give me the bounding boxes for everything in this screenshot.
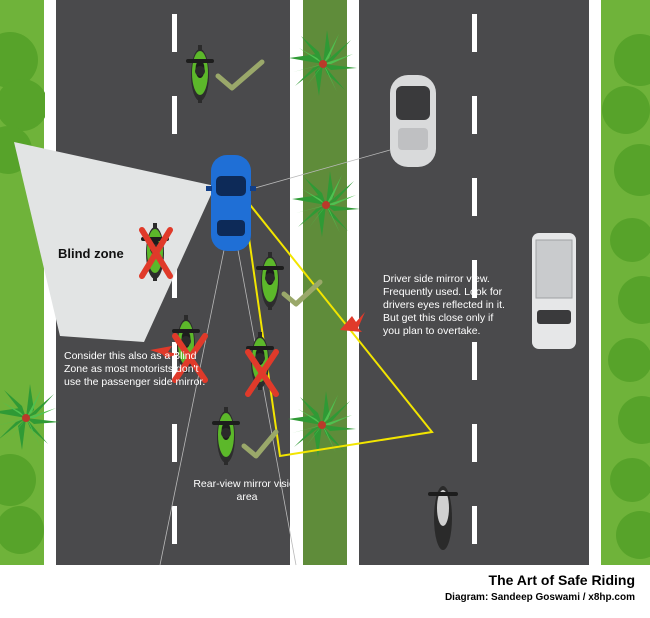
diagram-credit: Diagram: Sandeep Goswami / x8hp.com xyxy=(444,592,635,603)
check-icon xyxy=(281,279,323,307)
white-pickup-truck xyxy=(532,233,576,349)
check-icon xyxy=(215,59,265,91)
pointer-arrows xyxy=(150,312,365,358)
diagram-title: The Art of Safe Riding xyxy=(488,572,635,588)
silver-convertible xyxy=(390,75,436,167)
cross-icon xyxy=(139,227,173,279)
silver-motorcycle xyxy=(428,486,458,550)
rear-view-lines xyxy=(159,149,391,566)
cross-icon xyxy=(245,349,279,397)
check-icon xyxy=(241,429,279,459)
blue-car xyxy=(206,155,256,251)
passenger-mirror-note: Consider this also as a Blind Zone as mo… xyxy=(64,350,206,388)
driver-mirror-zone xyxy=(241,192,434,458)
driver-mirror-note: Driver side mirror view. Frequently used… xyxy=(383,273,505,337)
blind-zone-area xyxy=(14,142,215,342)
rear-view-note: Rear-view mirror vision area xyxy=(193,478,301,503)
blind-zone-label: Blind zone xyxy=(58,246,124,261)
cross-icon xyxy=(172,333,208,383)
median-strip xyxy=(303,0,347,565)
